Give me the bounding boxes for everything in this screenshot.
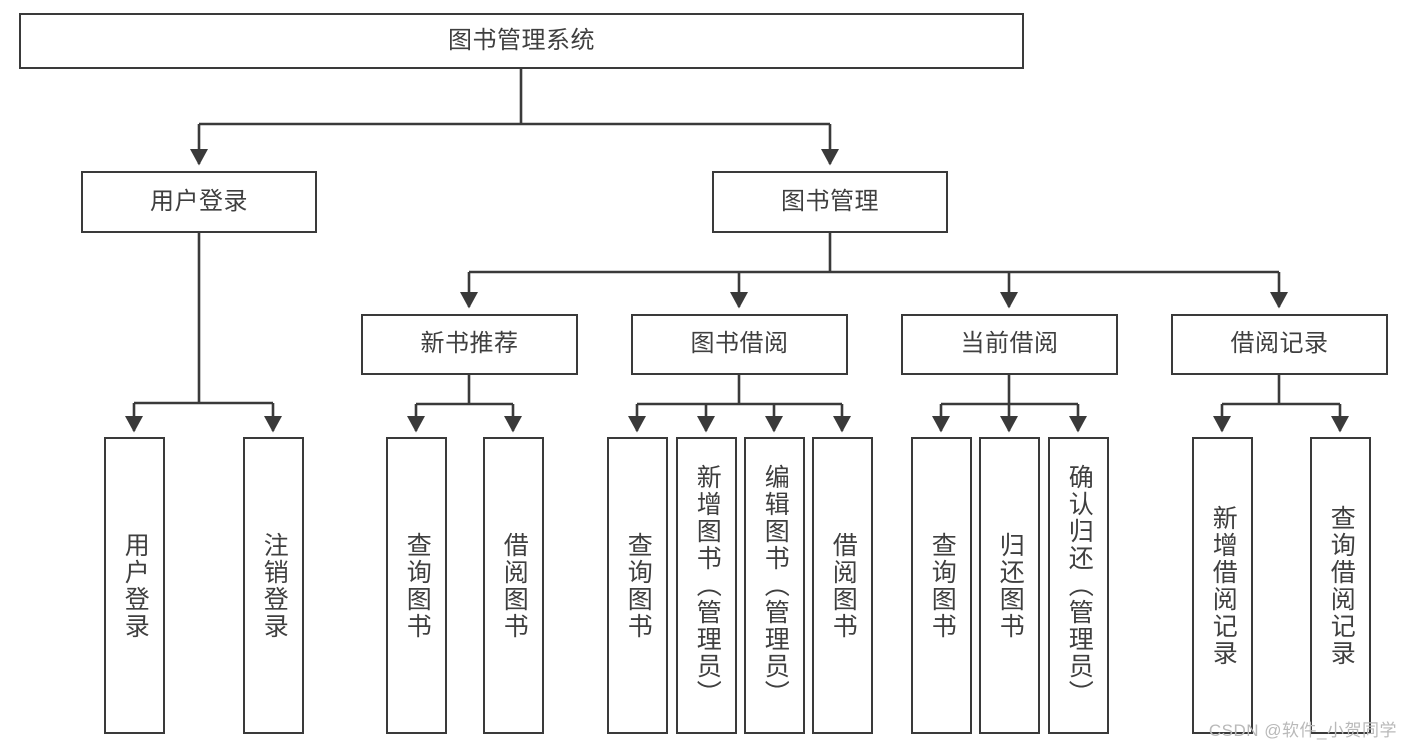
leaf-add-borrow-record[interactable]: 新增借阅记录: [1192, 437, 1253, 734]
node-borrowing-records[interactable]: 借阅记录: [1171, 314, 1388, 375]
leaf-confirm-return-admin[interactable]: 确认归还（管理员）: [1048, 437, 1109, 734]
leaf-query-borrow-record[interactable]: 查询借阅记录: [1310, 437, 1371, 734]
node-label: 用户登录: [121, 531, 150, 640]
node-label: 编辑图书（管理员）: [761, 464, 790, 707]
node-label: 查询图书: [928, 531, 957, 640]
node-label: 查询图书: [403, 531, 432, 640]
node-label: 当前借阅: [960, 330, 1059, 358]
leaf-add-book-admin[interactable]: 新增图书（管理员）: [676, 437, 737, 734]
node-label: 图书借阅: [690, 330, 789, 358]
node-label: 新书推荐: [420, 330, 519, 358]
leaf-borrow-books-recommend[interactable]: 借阅图书: [483, 437, 544, 734]
leaf-query-books-borrow[interactable]: 查询图书: [607, 437, 668, 734]
node-new-book-recommendation[interactable]: 新书推荐: [361, 314, 578, 375]
leaf-query-books-recommend[interactable]: 查询图书: [386, 437, 447, 734]
node-label: 注销登录: [260, 531, 289, 640]
node-label: 新增借阅记录: [1209, 504, 1238, 667]
node-book-management[interactable]: 图书管理: [712, 171, 948, 233]
node-label: 借阅图书: [829, 531, 858, 640]
node-current-borrowing[interactable]: 当前借阅: [901, 314, 1118, 375]
node-label: 查询借阅记录: [1327, 504, 1356, 667]
leaf-borrow-books[interactable]: 借阅图书: [812, 437, 873, 734]
node-label: 图书管理系统: [448, 26, 595, 54]
node-label: 查询图书: [624, 531, 653, 640]
node-label: 用户登录: [150, 187, 248, 215]
node-label: 归还图书: [996, 531, 1025, 640]
leaf-user-logout[interactable]: 注销登录: [243, 437, 304, 734]
node-root-library-management-system[interactable]: 图书管理系统: [19, 13, 1024, 69]
node-label: 借阅图书: [500, 531, 529, 640]
leaf-edit-book-admin[interactable]: 编辑图书（管理员）: [744, 437, 805, 734]
leaf-query-books-current[interactable]: 查询图书: [911, 437, 972, 734]
node-label: 确认归还（管理员）: [1065, 464, 1094, 707]
csdn-watermark: CSDN @软件_小贺同学: [1208, 721, 1397, 740]
node-label: 借阅记录: [1230, 330, 1329, 358]
leaf-user-login[interactable]: 用户登录: [104, 437, 165, 734]
node-user-login[interactable]: 用户登录: [81, 171, 317, 233]
node-book-borrowing[interactable]: 图书借阅: [631, 314, 848, 375]
node-label: 新增图书（管理员）: [693, 464, 722, 707]
leaf-return-books[interactable]: 归还图书: [979, 437, 1040, 734]
node-label: 图书管理: [781, 187, 879, 215]
